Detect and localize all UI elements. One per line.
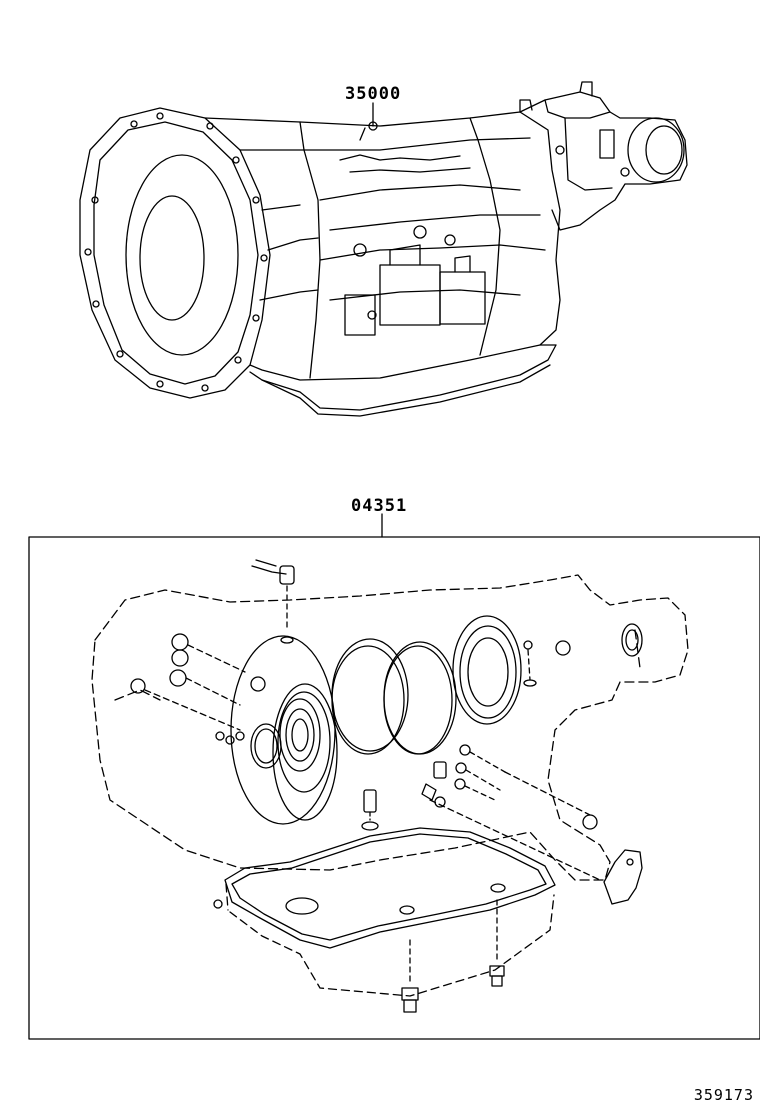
- kit-frame: [29, 537, 760, 1039]
- oil-pan: [250, 345, 556, 410]
- part-number-label-04351[interactable]: 04351: [351, 496, 408, 516]
- transmission-assembly-drawing[interactable]: [80, 82, 687, 416]
- part-number-label-35000[interactable]: 35000: [345, 84, 402, 104]
- extension-seal: [453, 616, 642, 724]
- left-o-rings: [131, 634, 245, 744]
- drain-plugs: [402, 900, 504, 1012]
- flange-bolt-holes: [85, 113, 267, 391]
- overhaul-kit-drawing[interactable]: [29, 514, 760, 1039]
- ghost-transmission-outline: [92, 575, 688, 880]
- strainer-plugs: [362, 762, 600, 880]
- lower-bracket: [604, 850, 642, 904]
- extension-housing: [520, 92, 687, 230]
- piston-seal-stack: [273, 684, 337, 820]
- oil-pan-gasket: [214, 828, 555, 948]
- converter-opening: [126, 155, 238, 355]
- transmission-case: [205, 112, 560, 380]
- ghost-oil-pan: [230, 895, 554, 996]
- figure-number: 359173: [693, 1086, 754, 1104]
- right-o-rings: [455, 745, 597, 829]
- large-seal-rings: [332, 639, 456, 754]
- breather-plug: [252, 560, 294, 643]
